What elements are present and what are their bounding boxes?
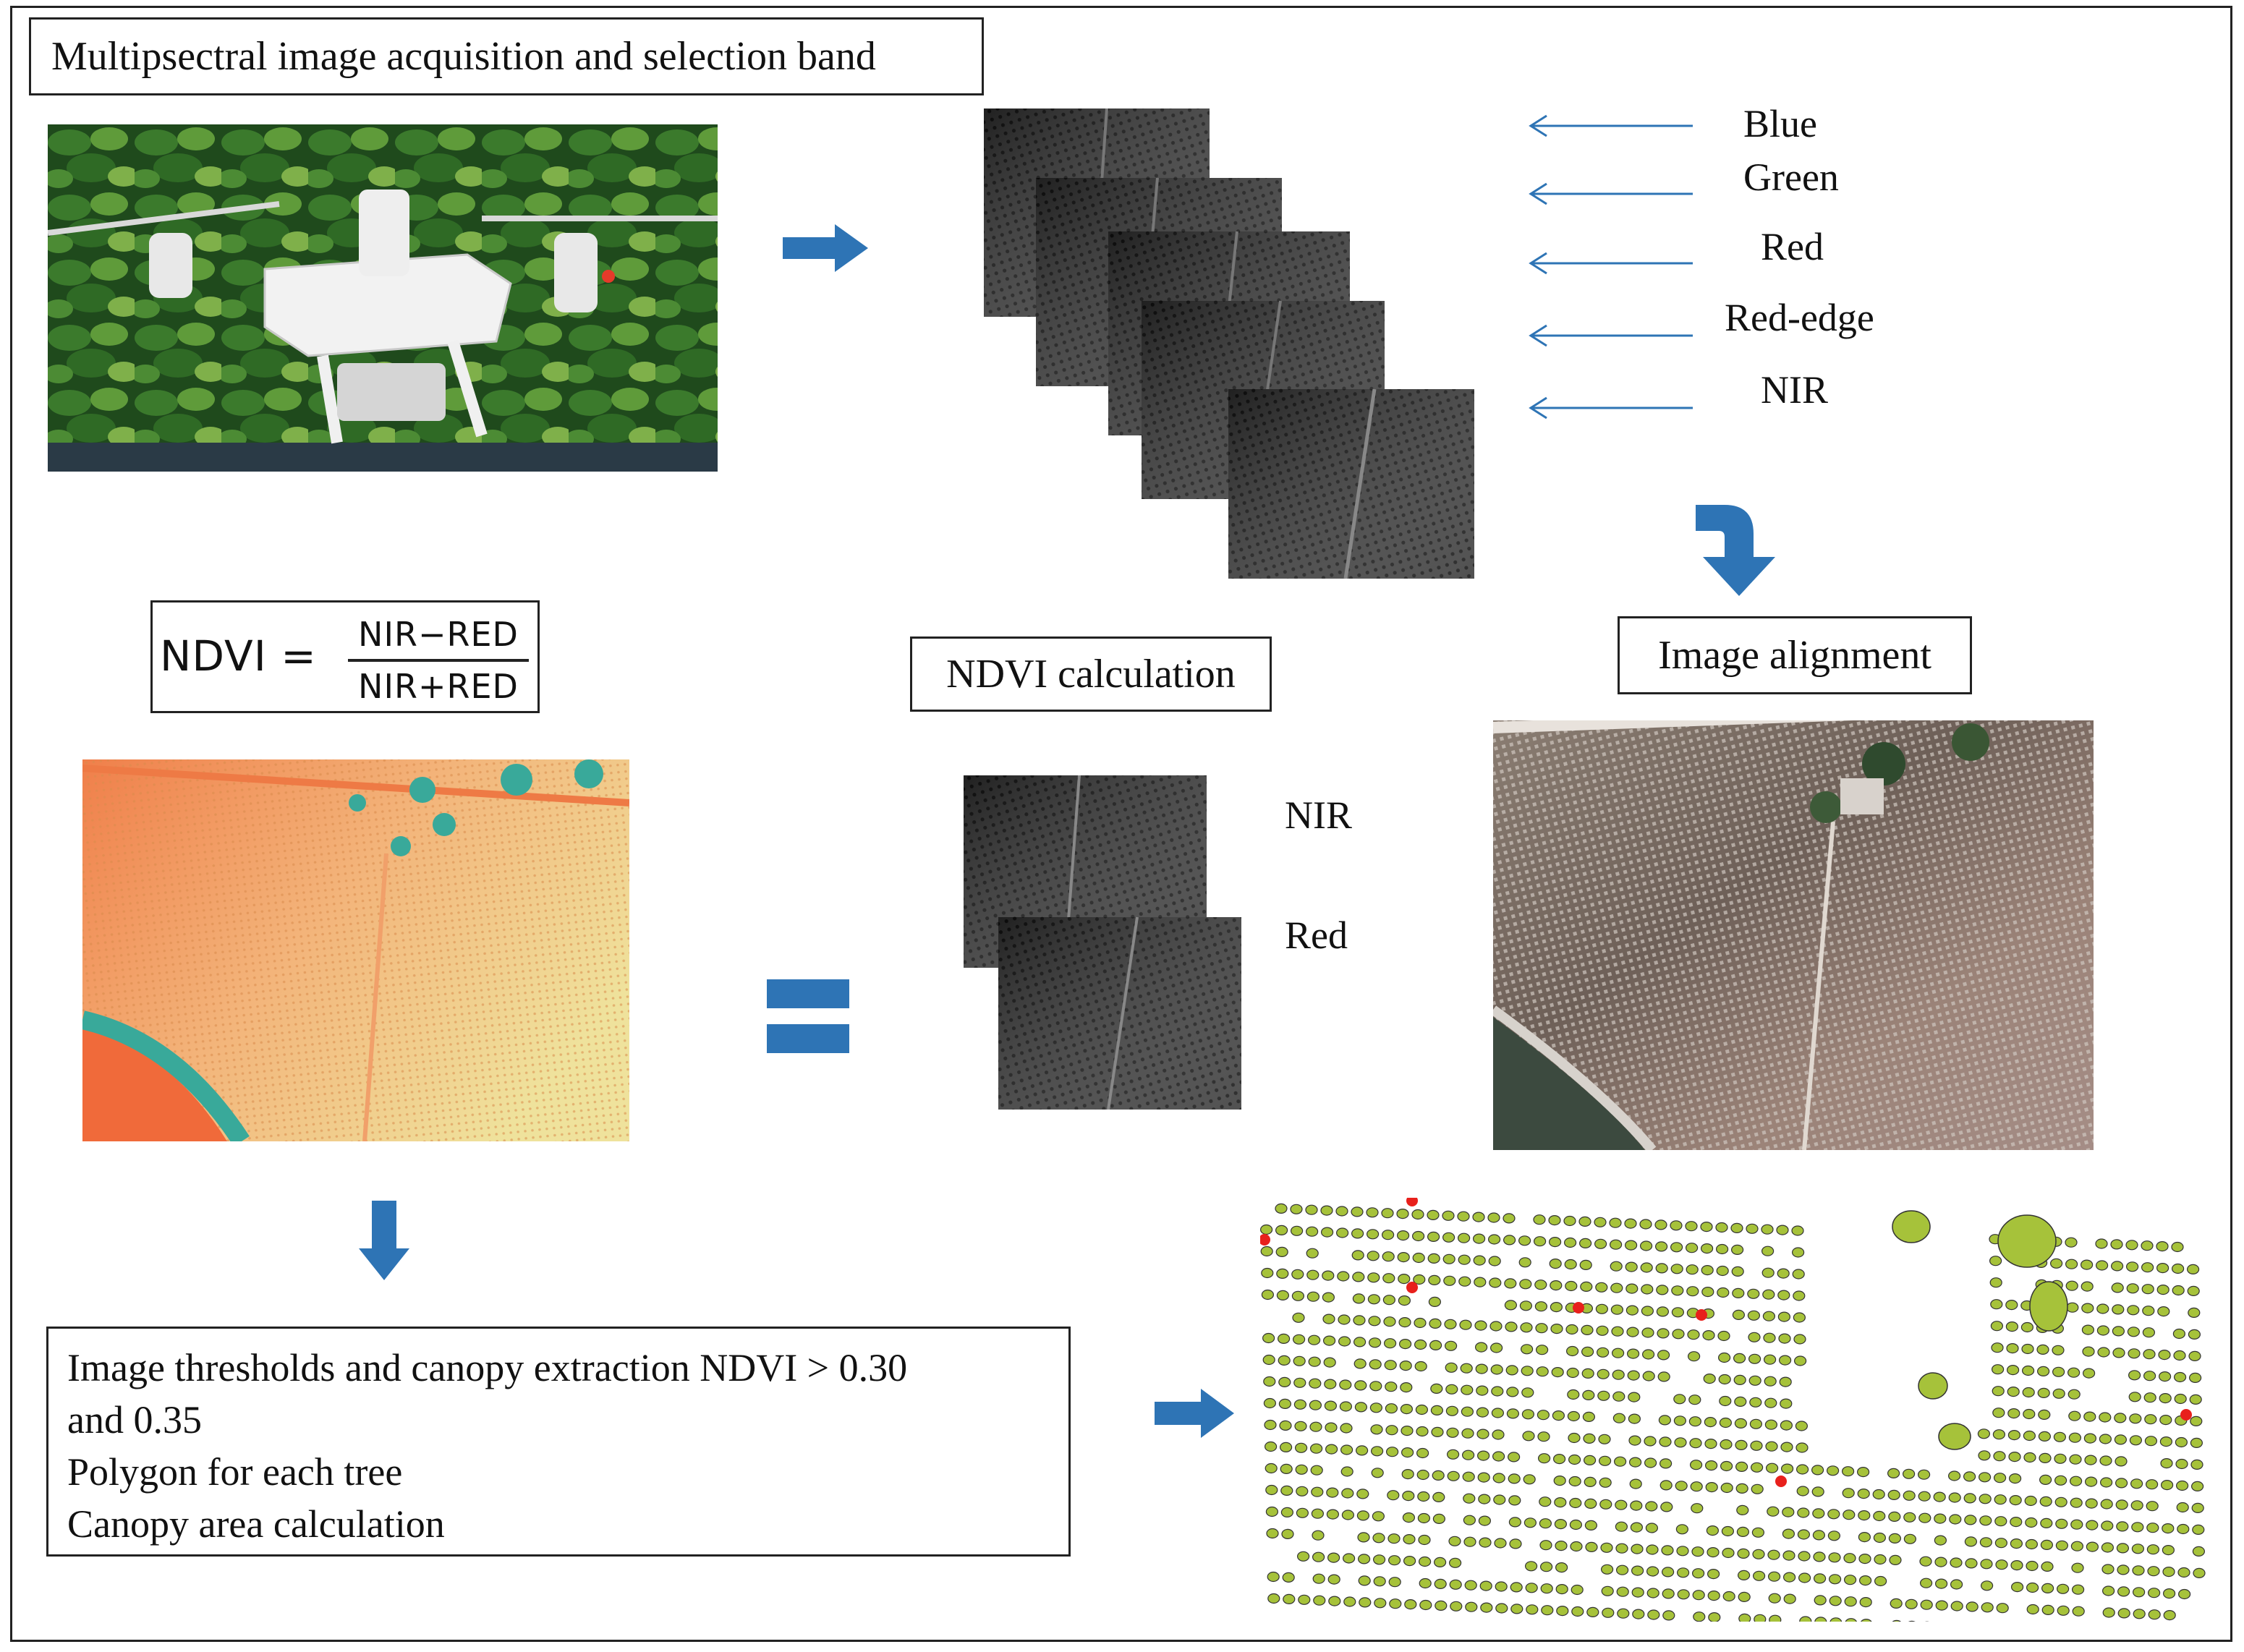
arrow-right-icon: [1155, 1389, 1234, 1438]
fraction-bar: [348, 659, 529, 662]
ndvi-calculation-label: NDVI calculation: [910, 636, 1272, 712]
formula-lhs: NDVI =: [160, 631, 317, 681]
step-line: Polygon for each tree: [67, 1450, 403, 1494]
band-label-green: Green: [1743, 156, 1839, 199]
nir-red-image-stack: [964, 775, 1246, 1110]
step-line: and 0.35: [67, 1398, 202, 1442]
band-arrows: [1529, 114, 1693, 420]
equals-icon: [767, 979, 849, 1053]
image-alignment-label: Image alignment: [1618, 616, 1972, 694]
ndvi-map-image: [82, 759, 629, 1141]
formula-denominator: NIR+RED: [358, 667, 519, 706]
arrow-right-icon: [783, 224, 868, 272]
canopy-extraction-map: [1260, 1198, 2214, 1622]
band-label-red-edge: Red-edge: [1725, 296, 1874, 339]
band-image-stack: [984, 108, 1476, 579]
band-label-blue: Blue: [1743, 102, 1817, 145]
band-label-nir: NIR: [1761, 368, 1828, 412]
acquisition-title: Multipsectral image acquisition and sele…: [29, 17, 984, 95]
step-line: Canopy area calculation: [67, 1502, 445, 1546]
band-label-red: Red: [1761, 225, 1824, 268]
curved-arrow-down-icon: [1696, 505, 1775, 596]
aligned-aerial-image: [1493, 720, 2094, 1150]
ndvi-formula: NDVI = NIR−RED NIR+RED: [150, 600, 540, 713]
red-label: Red: [1285, 914, 1348, 957]
drone-photo: [48, 124, 718, 472]
formula-fraction: NIR−RED NIR+RED: [348, 613, 529, 708]
step-line: Image thresholds and canopy extraction N…: [67, 1346, 908, 1389]
processing-steps: Image thresholds and canopy extraction N…: [46, 1327, 1071, 1557]
nir-label: NIR: [1285, 793, 1352, 837]
figure-frame: [10, 6, 2232, 1642]
formula-numerator: NIR−RED: [358, 615, 519, 654]
arrow-down-icon: [359, 1201, 409, 1280]
